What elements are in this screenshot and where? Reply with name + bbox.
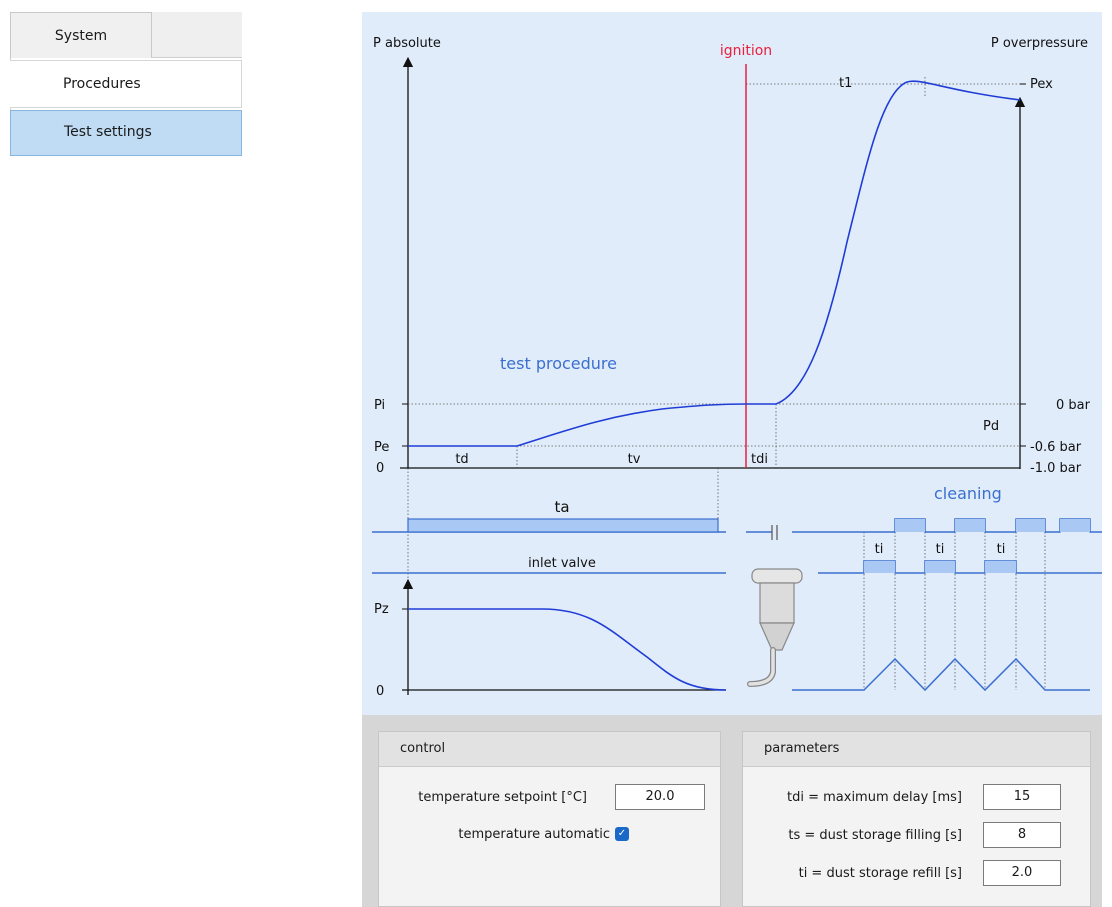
param-input-ti[interactable]: 2.0 xyxy=(983,860,1061,886)
label-zero: 0 xyxy=(376,461,384,476)
cleaning-label: cleaning xyxy=(934,484,1002,503)
param-input-tdi[interactable]: 15 xyxy=(983,784,1061,810)
label-m10: -1.0 bar xyxy=(1030,461,1082,476)
interval-td: td xyxy=(455,452,468,467)
temp-setpoint-input[interactable]: 20.0 xyxy=(615,784,705,810)
temp-auto-label: temperature automatic xyxy=(458,827,610,842)
pressure-curve xyxy=(408,80,1021,447)
label-pz-zero: 0 xyxy=(376,684,384,699)
test-procedure-label: test procedure xyxy=(500,354,617,373)
label-m06: -0.6 bar xyxy=(1030,440,1082,455)
param-label-ti: ti = dust storage refill [s] xyxy=(798,866,962,881)
ignition-label: ignition xyxy=(720,43,772,59)
label-pd: Pd xyxy=(983,419,999,434)
right-axis-title: P overpressure xyxy=(991,36,1088,51)
parameters-panel: parameters tdi = maximum delay [ms] 15 t… xyxy=(742,731,1091,907)
cleaning-pulses xyxy=(895,519,1090,532)
guide-lines xyxy=(407,77,1046,690)
interval-tv: tv xyxy=(628,452,641,467)
control-panel: control temperature setpoint [°C] 20.0 t… xyxy=(378,731,721,907)
interval-tdi: tdi xyxy=(751,452,768,467)
settings-area: control temperature setpoint [°C] 20.0 t… xyxy=(362,715,1102,907)
refill-pulses xyxy=(864,561,1016,573)
interval-ta: ta xyxy=(554,498,569,516)
label-pz: Pz xyxy=(374,602,389,617)
cleaning-signal xyxy=(792,518,1102,533)
interval-t1: t1 xyxy=(839,76,852,91)
refill-label-2: ti xyxy=(936,542,945,557)
refill-signal xyxy=(818,560,1102,574)
pz-curve xyxy=(408,608,727,691)
label-pex: Pex xyxy=(1030,77,1053,92)
param-label-ts: ts = dust storage filling [s] xyxy=(788,828,962,843)
refill-sawtooth xyxy=(792,657,1090,692)
param-input-ts[interactable]: 8 xyxy=(983,822,1061,848)
left-axis-title: P absolute xyxy=(373,36,441,51)
menu-item-procedures[interactable]: Procedures xyxy=(10,60,242,108)
label-pi: Pi xyxy=(374,398,385,413)
dust-container-icon xyxy=(747,568,803,687)
inlet-valve-label: inlet valve xyxy=(528,556,596,571)
control-panel-title: control xyxy=(379,732,720,767)
label-0bar: 0 bar xyxy=(1056,398,1091,413)
temp-auto-checkbox[interactable]: ✓ xyxy=(615,827,629,841)
tab-system[interactable]: System xyxy=(10,12,152,58)
parameters-panel-title: parameters xyxy=(743,732,1090,767)
ta-pulse xyxy=(407,518,719,533)
refill-label-1: ti xyxy=(875,542,884,557)
menu-item-test-settings[interactable]: Test settings xyxy=(10,110,242,156)
tab-bar-filler xyxy=(152,12,242,58)
refill-label-3: ti xyxy=(997,542,1006,557)
label-pe: Pe xyxy=(374,440,389,455)
test-sequence-diagram: P absolute P overpressure Pi Pe 0 Pex 0 … xyxy=(362,12,1102,715)
temp-setpoint-label: temperature setpoint [°C] xyxy=(418,790,587,805)
param-label-tdi: tdi = maximum delay [ms] xyxy=(787,790,962,805)
